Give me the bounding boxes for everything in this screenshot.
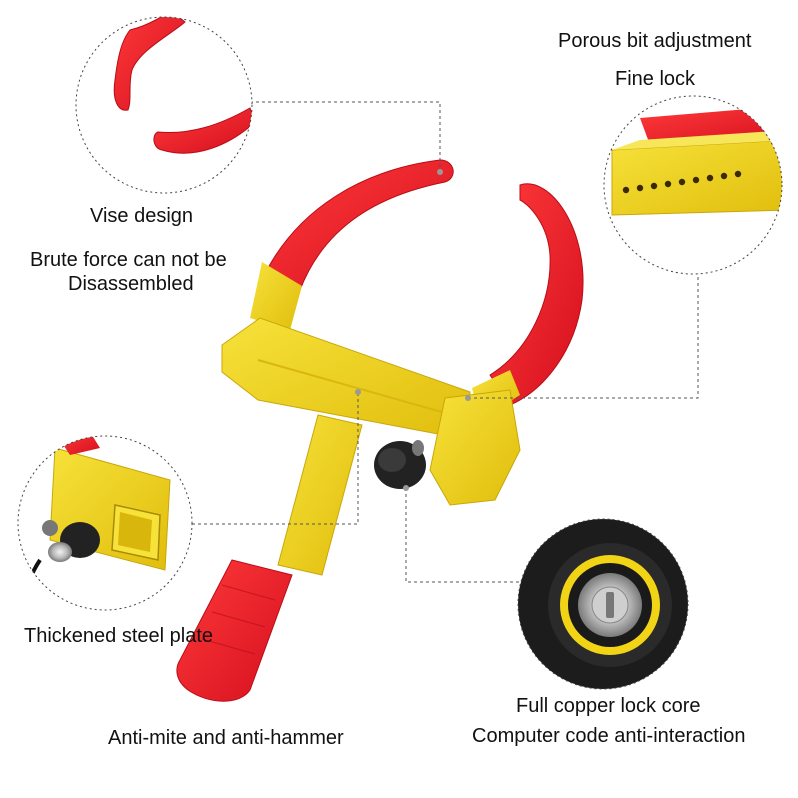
- vise-design-desc-line1: Brute force can not be: [30, 249, 227, 271]
- detail-circle-plate: [17, 435, 193, 611]
- vise-design-desc-line2: Disassembled: [68, 273, 194, 295]
- anti-hammer-title: Anti-mite and anti-hammer: [108, 727, 344, 749]
- detail-circle-porous: [603, 95, 783, 275]
- vise-design-title: Vise design: [90, 205, 194, 227]
- steel-plate-title: Thickened steel plate: [24, 625, 214, 647]
- leader-copper: [405, 488, 520, 583]
- leader-lines: [192, 101, 699, 583]
- porous-bit-title: Porous bit adjustment: [558, 30, 752, 52]
- red-grip: [176, 559, 293, 702]
- leader-vise: [250, 101, 441, 172]
- wheel-clamp: [176, 159, 584, 702]
- copper-core-title: Full copper lock core: [516, 695, 701, 717]
- handle-bar: [277, 414, 363, 576]
- leader-plate: [192, 392, 359, 525]
- lock-knob: [374, 440, 426, 489]
- right-clamp-arm: [489, 183, 584, 406]
- leader-porous: [468, 270, 699, 399]
- detail-circle-vise: [75, 16, 253, 194]
- lock-housing: [429, 389, 521, 506]
- detail-circle-lock-core: [517, 518, 689, 690]
- copper-core-desc: Computer code anti-interaction: [472, 725, 746, 747]
- left-clamp-arm: [267, 159, 454, 291]
- porous-bit-desc: Fine lock: [615, 68, 696, 90]
- adjustment-holes: [622, 170, 742, 194]
- leader-dots: [355, 169, 471, 491]
- left-arm-base: [250, 262, 302, 330]
